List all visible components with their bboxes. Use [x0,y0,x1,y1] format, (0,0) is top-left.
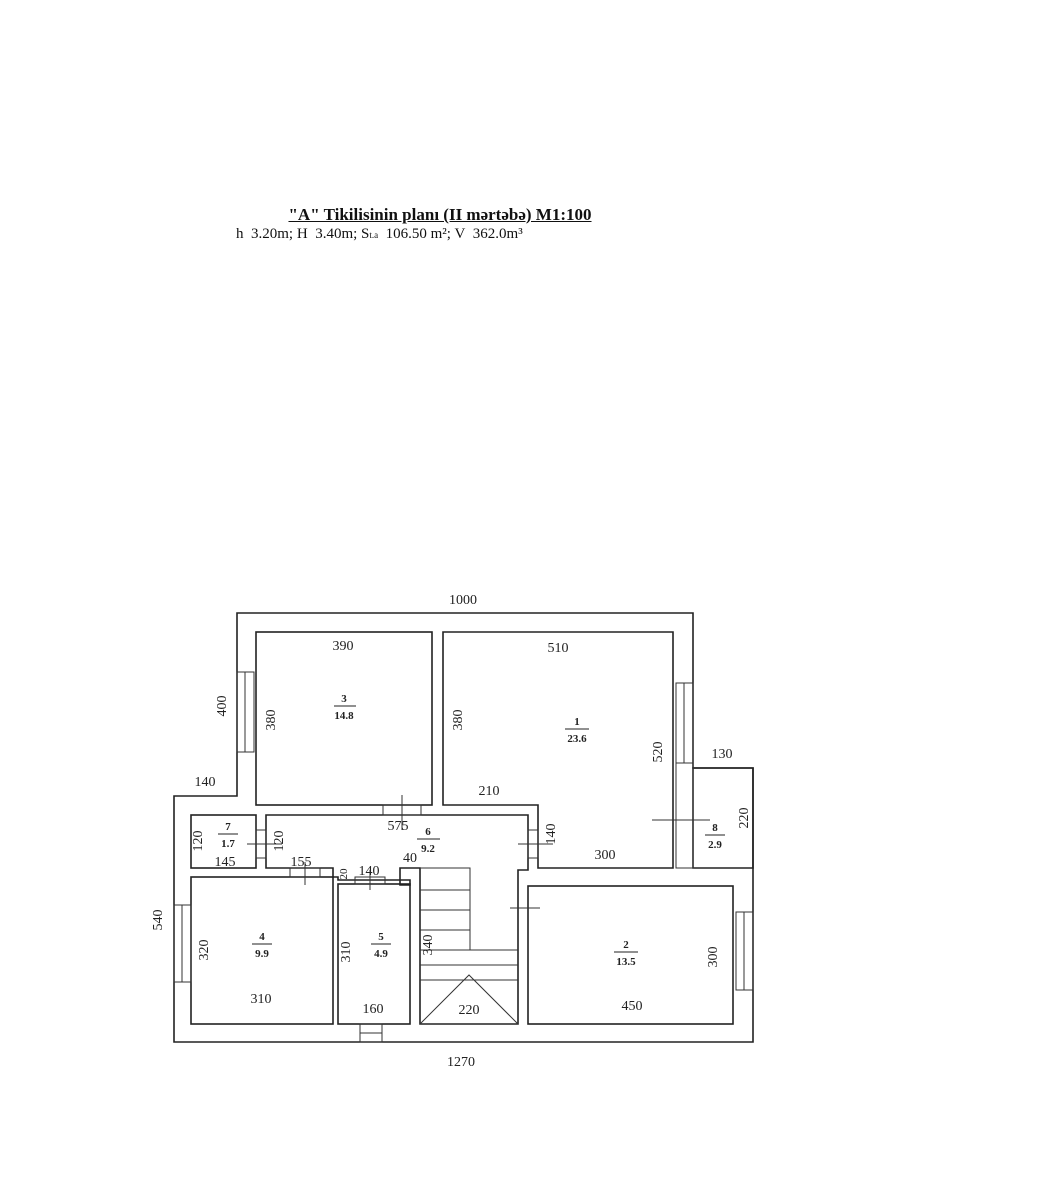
dim-corridor-height: 140 [544,824,559,845]
room-3 [255,631,433,806]
V-label: V [454,226,466,242]
room-1-number: 1 [574,716,580,728]
dim-r7-height: 120 [191,831,206,852]
plan-title: "A" Tikilisinin planı (II mərtəbə) M1:10… [288,205,592,224]
dim-r3-height: 380 [264,710,279,731]
dim-left-upper: 400 [215,696,230,717]
dim-door-20: 20 [338,868,350,880]
h-label: h [236,226,244,242]
room-6-corridor [265,814,529,1025]
dim-bottom-total: 1270 [447,1055,475,1070]
dim-door-140: 140 [359,864,380,879]
plan-title-block: "A" Tikilisinin planı (II mərtəbə) M1:10… [230,205,650,243]
dim-r4-width: 310 [251,992,272,1007]
dim-top-total: 1000 [449,593,477,608]
room-1-area: 23.6 [567,733,587,745]
room-2-number: 2 [623,939,629,951]
room-3-number: 3 [341,693,347,705]
dim-step-right: 130 [712,747,733,762]
room-labels: 3 14.8 1 23.6 8 2.9 7 1.7 6 9.2 4 9.9 5 … [218,693,725,968]
room-2 [527,885,734,1025]
V-value: 362.0m³ [472,226,523,242]
doors [247,795,710,909]
H-label: H [296,226,308,242]
h-value: 3.20m; [251,226,294,242]
S-subscript: t.a [369,230,379,240]
room-1 [442,631,674,869]
dim-r4-height: 320 [197,940,212,961]
room-4-number: 4 [259,931,265,943]
room-2-area: 13.5 [616,956,636,968]
plan-parameters: h 3.20m; H 3.40m; St.a 106.50 m²; V 362.… [230,226,650,243]
S-value: 106.50 m²; [385,226,451,242]
dim-corridor-40: 40 [403,851,417,866]
room-8-number: 8 [712,822,718,834]
dim-r1-right: 520 [651,742,666,763]
dim-r1-notch: 210 [479,784,500,799]
dim-r7-width: 145 [215,855,236,870]
dim-stair-height: 340 [421,935,436,956]
room-7-number: 7 [225,821,231,833]
dim-corridor-left: 120 [272,831,287,852]
room-7-area: 1.7 [221,838,235,850]
room-6-number: 6 [425,826,431,838]
H-value: 3.40m; [315,226,358,242]
room-8-area: 2.9 [708,839,722,851]
dim-room8-height: 220 [737,808,752,829]
S-label: S [361,226,370,242]
dim-r3-width: 390 [333,639,354,654]
room-5-number: 5 [378,931,384,943]
dim-step-left: 140 [195,775,216,790]
dim-stair-width: 220 [459,1003,480,1018]
dimension-labels: 1000 1270 400 540 140 130 220 390 380 51… [151,593,752,1070]
dim-r1-bottom: 300 [595,848,616,863]
room-5-area: 4.9 [374,948,388,960]
dim-r2-width: 450 [622,999,643,1014]
dim-r5-width: 160 [363,1002,384,1017]
windows [173,671,754,1043]
dim-r1-width: 510 [548,641,569,656]
dim-corridor-length: 575 [388,819,409,834]
dim-left-lower: 540 [151,910,166,931]
room-4-area: 9.9 [255,948,269,960]
dim-r2-height: 300 [706,947,721,968]
room-3-area: 14.8 [334,710,354,722]
staircase [419,867,519,1025]
dim-r1-left: 380 [451,710,466,731]
outer-wall [173,612,754,1043]
dim-r5-height: 310 [339,942,354,963]
room-6-area: 9.2 [421,843,435,855]
dim-door-155: 155 [291,855,312,870]
